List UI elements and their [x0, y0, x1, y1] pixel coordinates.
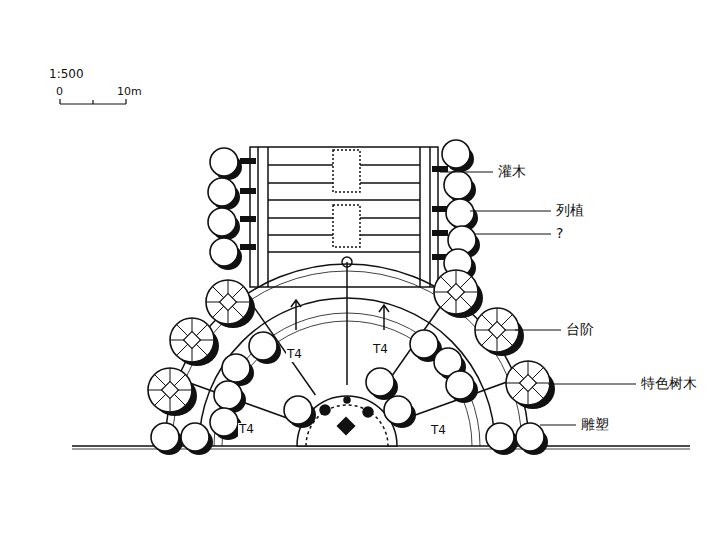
plan-label: T4 [238, 423, 255, 437]
plan-label: T4 [430, 424, 447, 438]
plan-label: 1:500 [48, 68, 85, 82]
plan-label: T4 [286, 348, 303, 362]
feature-trees [148, 270, 555, 416]
plaza-arcs [165, 262, 529, 446]
plan-label: 雕塑 [580, 416, 610, 432]
plan-label: 特色树木 [640, 375, 698, 391]
plan-label: 列植 [555, 202, 585, 218]
plan-label: 台阶 [565, 321, 595, 337]
leader-lines [440, 172, 636, 425]
benches [240, 158, 448, 260]
plan-label: 10m [116, 86, 143, 99]
plan-label: ? [555, 225, 564, 241]
plan-label: 0 [55, 86, 64, 99]
plan-label: T4 [372, 343, 389, 357]
scale-bar [60, 99, 126, 104]
shrub-rows [151, 140, 548, 455]
plan-label: 灌木 [497, 163, 527, 179]
pergola [250, 147, 438, 287]
